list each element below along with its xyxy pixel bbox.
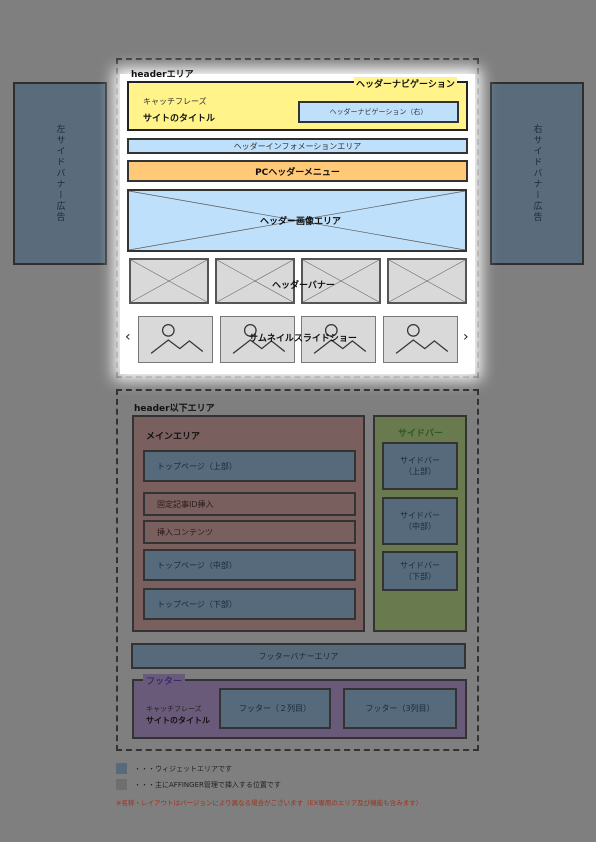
sidebar-middle-line2: （中部） (404, 522, 436, 531)
header-banner-label: ヘッダーバナー (272, 281, 335, 291)
sidebar-middle-widget: サイドバー （中部） (382, 497, 458, 545)
header-banner-2 (215, 258, 295, 304)
catch-phrase: キャッチフレーズ (143, 97, 207, 106)
image-placeholder-icon (395, 324, 449, 354)
top-page-middle-widget: トップページ（中部） (143, 549, 356, 581)
image-placeholder-icon (150, 324, 204, 354)
header-nav-right: ヘッダーナビゲーション（右） (298, 101, 459, 123)
insert-contents: 挿入コンテンツ (143, 520, 356, 544)
sidebar-lower-line2: （下部） (404, 572, 436, 581)
legend-widget-text: ・・・ウィジェットエリアです (134, 765, 232, 773)
thumbnail-4 (383, 316, 458, 363)
sidebar-lower-widget: サイドバー （下部） (382, 551, 458, 591)
footer-label: フッター (143, 674, 186, 687)
slideshow-next-arrow[interactable]: › (463, 329, 469, 345)
sidebar-upper-line2: （上部） (404, 467, 436, 476)
header-image-area-label: ヘッダー画像エリア (260, 217, 342, 227)
top-page-lower-widget: トップページ（下部） (143, 588, 356, 620)
left-side-banner-ad: 左サイドバナー広告 (13, 82, 107, 265)
legend-fixed-text: ・・・主にAFFINGER管理で挿入する位置です (134, 781, 281, 789)
banner-placeholder-icon (131, 260, 207, 302)
sidebar-label: サイドバー (398, 429, 444, 439)
site-title: サイトのタイトル (143, 114, 216, 124)
below-header-area (116, 389, 479, 751)
right-side-banner-ad-label: 右サイドバナー広告 (531, 124, 542, 223)
sidebar-upper-widget: サイドバー （上部） (382, 442, 458, 490)
sidebar-lower-line1: サイドバー (400, 561, 440, 570)
right-side-banner-ad: 右サイドバナー広告 (490, 82, 584, 265)
footer-site-title: サイトのタイトル (146, 716, 210, 725)
header-top: キャッチフレーズ サイトのタイトル ヘッダーナビゲーション（右） (127, 81, 468, 131)
image-placeholder-icon (232, 324, 286, 354)
slideshow-prev-arrow[interactable]: ‹ (125, 329, 131, 345)
left-side-banner-ad-label: 左サイドバナー広告 (54, 124, 65, 223)
thumbnail-2 (220, 316, 295, 363)
footer-catch-phrase: キャッチフレーズ (146, 705, 202, 713)
header-area-label: headerエリア (131, 70, 194, 80)
footer-column-2: フッター（２列目） (219, 688, 331, 729)
header-image-area (127, 189, 467, 252)
slideshow-label: サムネイルスライドショー (249, 334, 357, 344)
fixed-article-id-insert: 固定記事ID挿入 (143, 492, 356, 516)
top-page-upper-widget: トップページ（上部） (143, 450, 356, 482)
banner-placeholder-icon (389, 260, 465, 302)
legend-fixed-swatch (116, 779, 127, 790)
sidebar-upper-line1: サイドバー (400, 456, 440, 465)
header-banner-1 (129, 258, 209, 304)
header-info-area: ヘッダーインフォメーションエリア (127, 138, 468, 154)
main-area-label: メインエリア (146, 432, 201, 442)
header-banner-4 (387, 258, 467, 304)
legend-widget-swatch (116, 763, 127, 774)
banner-placeholder-icon (303, 260, 379, 302)
pc-header-menu: PCヘッダーメニュー (127, 160, 468, 182)
header-image-placeholder-icon (129, 191, 465, 250)
image-placeholder-icon (313, 324, 367, 354)
thumbnail-1 (138, 316, 213, 363)
thumbnail-3 (301, 316, 376, 363)
legend-note: ※名称・レイアウトはバージョンにより異なる場合がございます（EX専用のエリア及び… (116, 799, 423, 807)
below-header-label: header以下エリア (134, 404, 215, 414)
sidebar-middle-line1: サイドバー (400, 511, 440, 520)
banner-placeholder-icon (217, 260, 293, 302)
footer-column-3: フッター（3列目） (343, 688, 457, 729)
header-banner-3 (301, 258, 381, 304)
header-nav-label: ヘッダーナビゲーション (354, 77, 457, 90)
footer-banner-area: フッターバナーエリア (131, 643, 466, 669)
